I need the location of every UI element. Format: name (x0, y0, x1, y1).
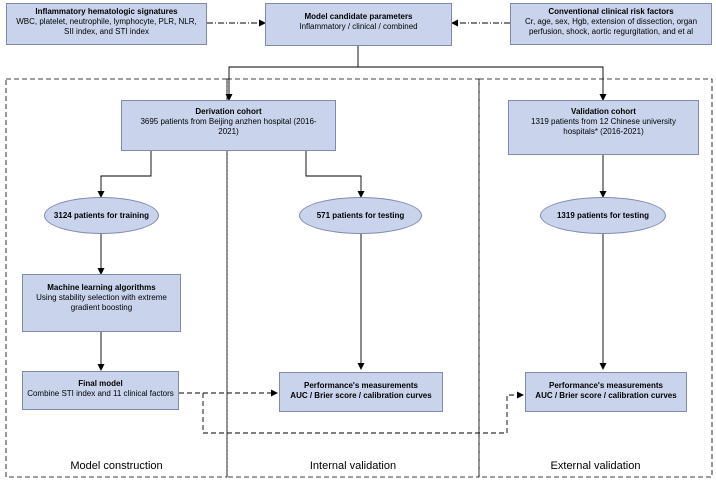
inflammatory-signatures-body: WBC, platelet, neutrophile, lymphocyte, … (16, 17, 197, 36)
section-frame-internal (226, 78, 480, 478)
section-label-external: External validation (550, 460, 641, 472)
internal-performance-body: AUC / Brier score / calibration curves (290, 391, 432, 400)
section-frame-external (478, 78, 713, 478)
conventional-factors-box: Conventional clinical risk factors Cr, a… (510, 3, 712, 45)
conventional-factors-body: Cr, age, sex, Hgb, extension of dissecti… (524, 17, 698, 36)
final-model-title: Final model (78, 379, 123, 388)
internal-performance-title: Performance's measurements (304, 381, 418, 390)
internal-performance-box: Performance's measurements AUC / Brier s… (279, 372, 443, 412)
conventional-factors-title: Conventional clinical risk factors (548, 7, 674, 16)
external-testing-oval: 1319 patients for testing (540, 197, 666, 234)
model-candidate-box: Model candidate parameters Inflammatory … (265, 3, 452, 46)
model-candidate-title: Model candidate parameters (304, 12, 413, 21)
section-label-construction: Model construction (70, 460, 163, 472)
arrow-derivation-to-training (97, 151, 152, 198)
external-performance-body: AUC / Brier score / calibration curves (535, 391, 677, 400)
validation-cohort-title: Validation cohort (571, 107, 636, 116)
arrow-derivation-to-testing (305, 151, 365, 198)
derivation-cohort-box: Derivation cohort 3695 patients from Bei… (121, 100, 336, 151)
training-oval-label: 3124 patients for training (53, 211, 150, 220)
validation-cohort-box: Validation cohort 1319 patients from 12 … (508, 100, 699, 155)
derivation-cohort-body: 3695 patients from Beijing anzhen hospit… (140, 117, 317, 136)
derivation-cohort-title: Derivation cohort (195, 107, 262, 116)
internal-testing-oval: 571 patients for testing (299, 197, 422, 234)
section-label-internal: Internal validation (309, 460, 397, 472)
arrow-model-to-validation (358, 66, 607, 101)
validation-cohort-body: 1319 patients from 12 Chinese university… (531, 117, 676, 136)
arrow-model-to-derivation (225, 46, 359, 101)
arrow-final-to-performance-external (202, 391, 524, 434)
training-oval: 3124 patients for training (44, 197, 159, 234)
external-performance-title: Performance's measurements (549, 381, 663, 390)
inflammatory-signatures-box: Inflammatory hematologic signatures WBC,… (6, 3, 207, 45)
final-model-body: Combine STI index and 11 clinical factor… (27, 389, 174, 398)
external-testing-oval-label: 1319 patients for testing (556, 211, 650, 220)
internal-testing-oval-label: 571 patients for testing (316, 211, 405, 220)
inflammatory-signatures-title: Inflammatory hematologic signatures (35, 7, 178, 16)
ml-algorithms-body: Using stability selection with extreme g… (36, 293, 167, 312)
external-performance-box: Performance's measurements AUC / Brier s… (525, 372, 687, 412)
final-model-box: Final model Combine STI index and 11 cli… (22, 371, 179, 410)
ml-algorithms-box: Machine learning algorithms Using stabil… (22, 274, 181, 332)
ml-algorithms-title: Machine learning algorithms (47, 283, 156, 292)
model-candidate-body: Inflammatory / clinical / combined (299, 22, 418, 31)
